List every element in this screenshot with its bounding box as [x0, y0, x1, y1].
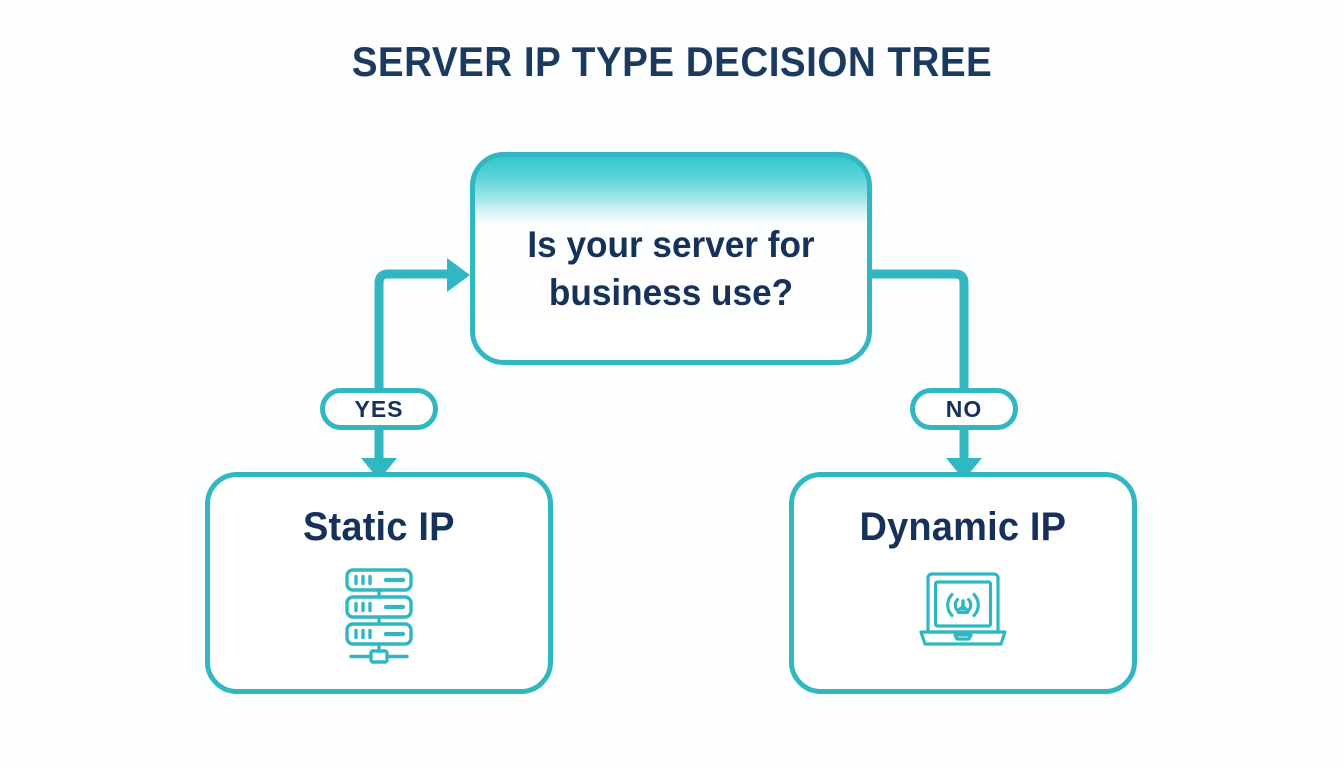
outcome-dynamic-ip-label: Dynamic IP	[859, 505, 1067, 549]
arrowhead-into-dynamic	[946, 458, 982, 480]
outcome-static-ip-label: Static IP	[303, 505, 455, 549]
connector-decision-to-no	[872, 269, 969, 392]
server-rack-icon	[345, 568, 413, 664]
arrowhead-into-decision	[447, 258, 470, 292]
outcome-static-ip[interactable]: Static IP	[205, 472, 553, 694]
decision-question: Is your server for business use?	[527, 224, 815, 313]
decision-node[interactable]: Is your server for business use?	[470, 152, 872, 365]
laptop-signal-icon	[919, 572, 1007, 646]
branch-label-no[interactable]: NO	[910, 388, 1018, 430]
outcome-dynamic-ip[interactable]: Dynamic IP	[789, 472, 1137, 694]
page-title: SERVER IP TYPE DECISION TREE	[351, 38, 993, 85]
connector-yes-to-decision	[374, 269, 450, 392]
arrowhead-into-static	[361, 458, 397, 480]
branch-label-yes[interactable]: YES	[320, 388, 438, 430]
